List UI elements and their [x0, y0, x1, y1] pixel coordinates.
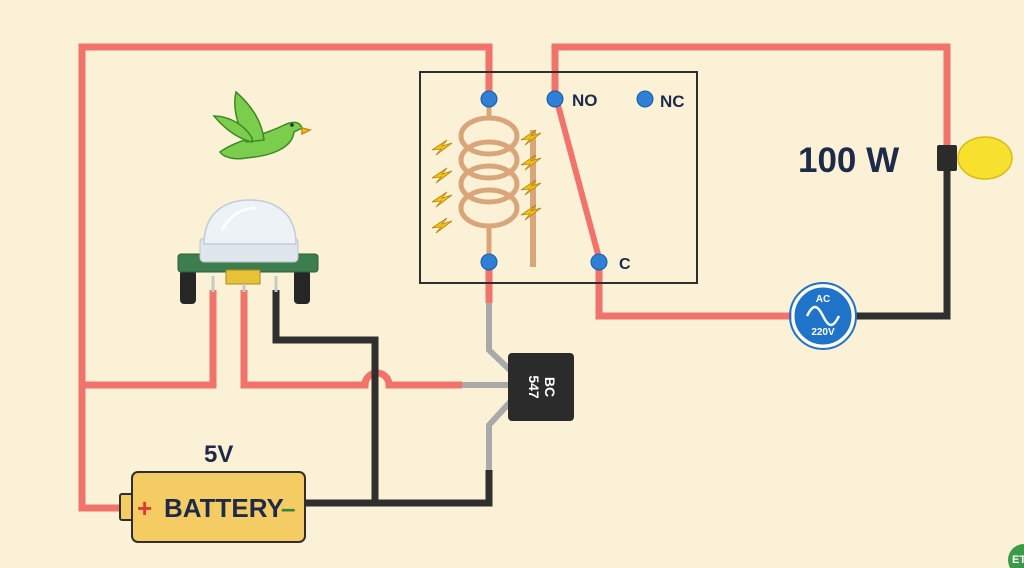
bolt-icon: [520, 179, 542, 196]
capacitor-left: [180, 270, 196, 304]
voltage-label: 220V: [811, 327, 835, 338]
bolt-icon: [431, 217, 453, 234]
relay-box: [419, 71, 698, 284]
lamp-socket: [937, 145, 957, 171]
sensor-dome: [203, 199, 297, 245]
black-wires: [272, 170, 951, 507]
ac-label: AC: [816, 294, 830, 305]
wire-battery-minus-to-emitter: [305, 470, 493, 507]
corner-logo: ET: [1008, 544, 1024, 568]
bulb-icon: [957, 136, 1013, 180]
wire-ac-to-lamp: [855, 170, 951, 320]
battery-minus-sign: –: [281, 493, 295, 523]
battery-label: BATTERY: [164, 493, 284, 523]
label-nc: NC: [660, 92, 685, 111]
battery-plus-sign: +: [137, 493, 152, 523]
capacitor-right: [294, 270, 310, 304]
lamp-power-label: 100 W: [798, 141, 899, 180]
terminal-coil-bottom: [480, 253, 498, 271]
wire-sensor-gnd: [272, 290, 379, 503]
pir-sensor: [177, 199, 319, 304]
label-c: C: [619, 256, 631, 273]
terminal-c: [590, 253, 608, 271]
sensor-connector: [225, 269, 261, 285]
collector-lead: [486, 303, 515, 375]
bolt-icon: [431, 167, 453, 184]
sine-wave-icon: [805, 305, 841, 327]
bolt-icon: [520, 204, 542, 221]
emitter-lead: [486, 397, 515, 470]
transistor-label-line2: 547: [526, 375, 542, 399]
bolt-icon: [431, 191, 453, 208]
transistor-body: [508, 353, 574, 421]
battery-voltage-label: 5V: [204, 441, 233, 468]
label-no: NO: [572, 91, 598, 110]
magnetic-field-bolts: [431, 129, 542, 234]
transistor-leads: [462, 303, 515, 470]
relay-terminals: [480, 90, 654, 271]
terminal-coil-top: [480, 90, 498, 108]
transistor-label-line1: BC: [542, 377, 558, 397]
wire-sensor-vcc: [82, 290, 217, 389]
bolt-icon: [520, 129, 542, 146]
terminal-no: [546, 90, 564, 108]
wire-c-to-ac: [595, 262, 795, 320]
transistor-label: BC 547: [526, 375, 558, 399]
ac-source: AC 220V: [789, 282, 857, 350]
battery-body: [131, 471, 306, 543]
corner-logo-text: ET: [1012, 554, 1024, 566]
wire-no-to-lamp: [551, 43, 951, 155]
bird-icon: [212, 90, 313, 160]
bolt-icon: [431, 139, 453, 156]
relay-switch-arm: [555, 104, 602, 259]
bolt-icon: [520, 154, 542, 171]
relay-coil: [458, 99, 520, 262]
terminal-nc: [636, 90, 654, 108]
wire-battery-plus-to-coil-top: [78, 43, 493, 512]
